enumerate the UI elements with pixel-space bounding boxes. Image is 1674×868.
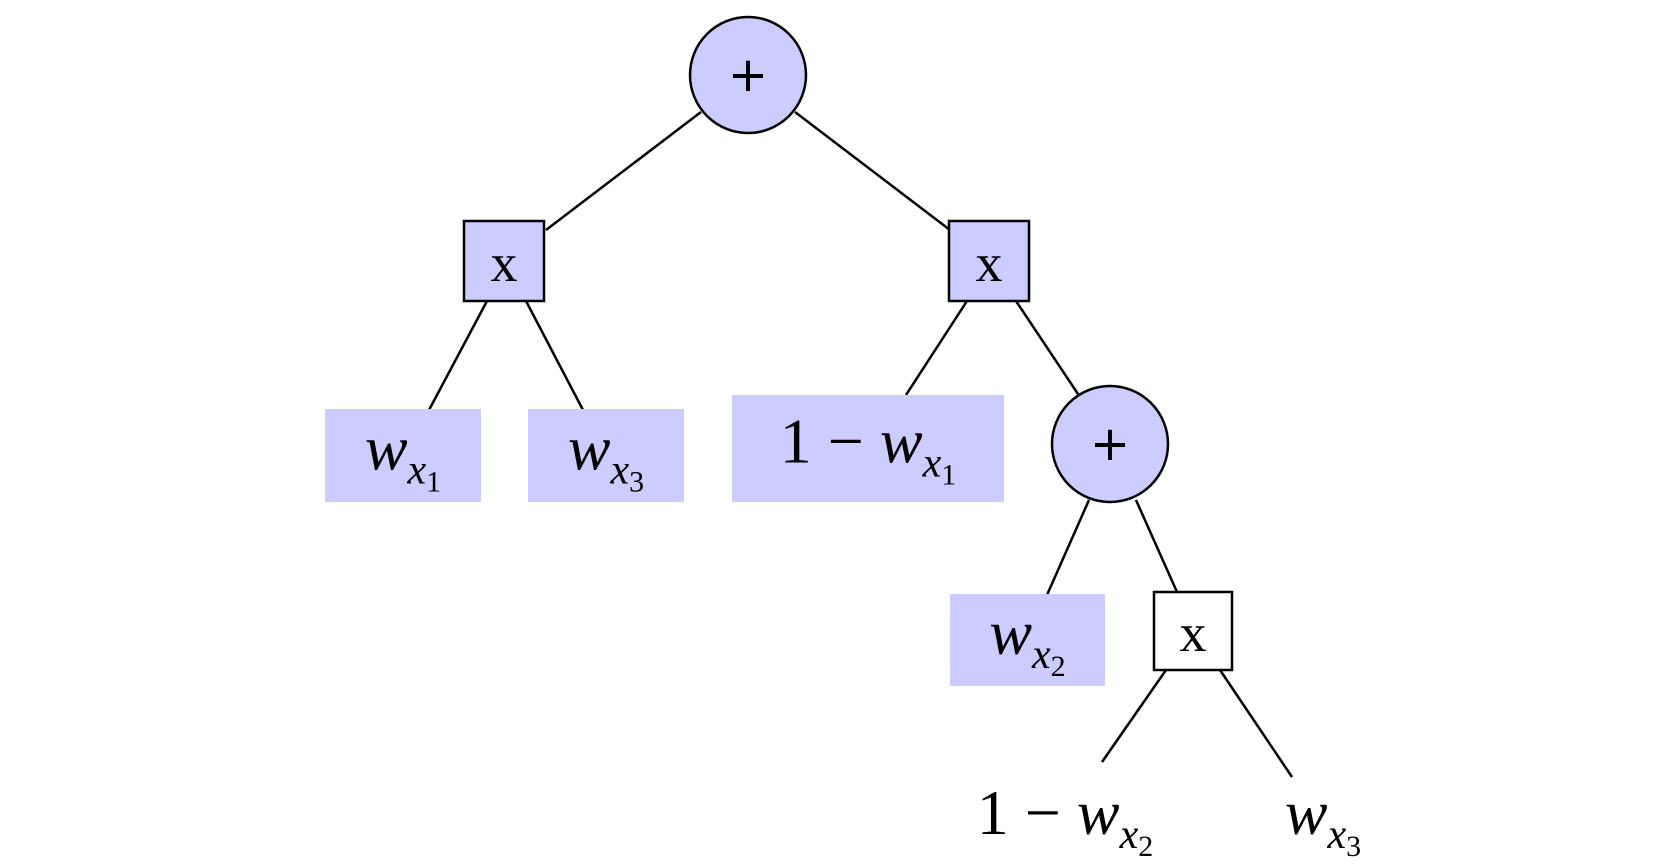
multiply-node-box bbox=[1152, 590, 1234, 672]
leaf-subscript-index: 1 bbox=[941, 459, 956, 492]
leaf-subscript: x bbox=[1327, 812, 1347, 858]
edge-mul-right-to-plus-inner bbox=[1014, 300, 1082, 398]
node-mul-inner: x bbox=[1152, 590, 1234, 672]
leaf-variable: w bbox=[1285, 777, 1328, 848]
node-leaf-1-wx1: 1 − wx1 bbox=[732, 395, 1004, 502]
multiply-operator-label: x bbox=[976, 233, 1003, 293]
leaf-background bbox=[732, 395, 1004, 502]
leaf-background bbox=[528, 409, 684, 502]
edge-mul-inner-to-leaf-wx3-b bbox=[1218, 669, 1294, 778]
leaf-expression: 1 − wx2 bbox=[977, 777, 1153, 863]
leaf-variable: w bbox=[365, 413, 408, 484]
multiply-node-box bbox=[947, 219, 1031, 303]
node-leaf-wx3: wx3 bbox=[528, 409, 684, 502]
leaf-variable: w bbox=[568, 413, 611, 484]
plus-operator-label: + bbox=[1090, 416, 1130, 472]
leaf-subscript: x bbox=[922, 441, 942, 487]
node-mul-right: x bbox=[947, 219, 1031, 303]
node-mul-left: x bbox=[462, 219, 546, 303]
leaf-subscript-index: 2 bbox=[1051, 650, 1066, 683]
leaf-variable: w bbox=[1077, 777, 1120, 848]
node-leaf-1-wx2: 1 − wx2 bbox=[977, 777, 1153, 863]
leaf-expression: 1 − wx1 bbox=[780, 406, 956, 492]
multiply-operator-label: x bbox=[1180, 603, 1207, 663]
plus-node-circle bbox=[688, 15, 808, 135]
edge-plus-inner-to-leaf-wx2 bbox=[1045, 499, 1091, 596]
leaf-prefix: 1 − bbox=[977, 777, 1077, 848]
edge-mul-right-to-leaf-1-wx1 bbox=[904, 300, 969, 396]
leaf-subscript: x bbox=[407, 448, 427, 494]
leaf-variable: w bbox=[880, 406, 923, 477]
leaf-subscript: x bbox=[1031, 632, 1051, 678]
edge-mul-left-to-leaf-wx1 bbox=[427, 300, 489, 411]
edge-mul-inner-to-leaf-1-wx2 bbox=[1100, 669, 1168, 763]
leaf-expression: wx3 bbox=[1285, 777, 1361, 863]
node-plus-inner: + bbox=[1050, 384, 1170, 504]
leaf-subscript-index: 1 bbox=[426, 466, 441, 499]
tree-edges bbox=[427, 111, 1294, 778]
edge-root-to-mul-left bbox=[545, 111, 702, 231]
leaf-background bbox=[950, 594, 1105, 686]
leaf-prefix: 1 − bbox=[780, 406, 880, 477]
leaf-variable: w bbox=[989, 597, 1032, 668]
edge-plus-inner-to-mul-inner bbox=[1134, 499, 1179, 593]
plus-node-circle bbox=[1050, 384, 1170, 504]
leaf-subscript-index: 2 bbox=[1138, 830, 1153, 863]
multiply-node-box bbox=[462, 219, 546, 303]
leaf-expression: wx2 bbox=[989, 597, 1065, 683]
leaf-subscript: x bbox=[1119, 812, 1139, 858]
leaf-subscript: x bbox=[610, 448, 630, 494]
multiply-operator-label: x bbox=[491, 233, 518, 293]
node-leaf-wx2: wx2 bbox=[950, 594, 1105, 686]
node-root: + bbox=[688, 15, 808, 135]
leaf-expression: wx1 bbox=[365, 413, 441, 499]
plus-operator-label: + bbox=[728, 47, 768, 103]
edge-mul-left-to-leaf-wx3 bbox=[524, 300, 585, 411]
leaf-expression: wx3 bbox=[568, 413, 644, 499]
node-leaf-wx1: wx1 bbox=[325, 409, 481, 502]
node-leaf-wx3-b: wx3 bbox=[1285, 777, 1361, 863]
leaf-background bbox=[325, 409, 481, 502]
edge-root-to-mul-right bbox=[794, 111, 951, 231]
leaf-subscript-index: 3 bbox=[629, 466, 644, 499]
leaf-subscript-index: 3 bbox=[1346, 830, 1361, 863]
